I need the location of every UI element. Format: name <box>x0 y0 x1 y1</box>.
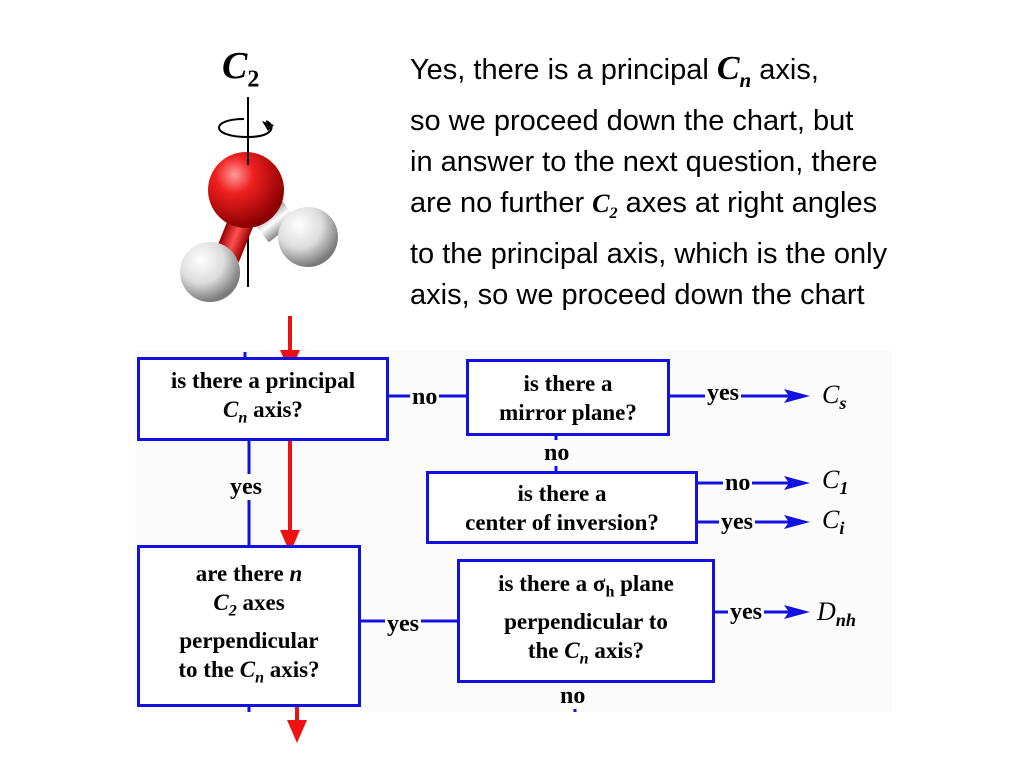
label-no-mirror: no <box>542 440 572 466</box>
box-sigma-line3: the Cn axis? <box>527 637 645 668</box>
box-nc2-line1: are there n <box>195 561 303 587</box>
box-sigma-line2: perpendicular to <box>504 608 668 634</box>
oxygen-atom <box>208 152 284 228</box>
box-sigma-line1: is there a σh plane <box>498 570 674 601</box>
box-inversion-center-question: is there a center of inversion? <box>426 471 698 544</box>
explanation-line-5: to the principal axis, which is the only <box>410 237 888 270</box>
box-inversion-line1: is there a <box>517 480 607 506</box>
c2-symbol-label: C2 <box>222 45 260 93</box>
label-yes-principal: yes <box>228 474 264 500</box>
label-yes-sigma-h: yes <box>728 599 764 625</box>
result-cs: Cs <box>822 380 847 414</box>
box-n-c2-axes-question: are there n C2 axes perpendicular to the… <box>137 545 361 707</box>
explanation-line-3: in answer to the next question, there <box>410 145 878 178</box>
box-nc2-line3: perpendicular <box>179 628 319 653</box>
box-sigma-h-question: is there a σh plane perpendicular to the… <box>457 559 715 683</box>
water-molecule-illustration <box>180 97 338 302</box>
box-mirror-line2: mirror plane? <box>499 399 637 425</box>
rotation-arrowhead <box>262 121 274 131</box>
box-inversion-line2: center of inversion? <box>465 509 659 535</box>
explanation-line-2: so we proceed down the chart, but <box>410 104 854 137</box>
result-dnh: Dnh <box>817 597 857 631</box>
box-principal-axis-question: is there a principal Cn axis? <box>137 357 389 441</box>
explanation-line-1: Yes, there is a principal Cn axis, <box>410 50 819 92</box>
box-mirror-plane-question: is there a mirror plane? <box>466 359 670 436</box>
label-yes-mirror: yes <box>705 380 741 406</box>
label-yes-n-c2: yes <box>385 611 421 637</box>
label-no-inversion: no <box>723 470 753 496</box>
label-no-principal: no <box>410 384 440 410</box>
blue-arrowheads <box>784 389 810 619</box>
box-principal-line1: is there a principal <box>170 367 356 393</box>
hydrogen-atom-right <box>278 207 338 267</box>
result-c1: C1 <box>822 465 849 499</box>
box-mirror-line1: is there a <box>523 370 613 396</box>
explanation-line-4: are no further C2 axes at right angles <box>410 186 878 222</box>
hydrogen-atom-left <box>180 242 240 302</box>
box-nc2-line4: to the Cn axis? <box>178 657 320 687</box>
explanation-line-6: axis, so we proceed down the chart <box>410 278 865 311</box>
result-ci: Ci <box>822 505 845 539</box>
explanation-text: Yes, there is a principal Cn axis, so we… <box>410 48 1010 316</box>
box-nc2-line2: C2 axes <box>213 590 285 620</box>
label-yes-inversion: yes <box>719 509 755 535</box>
label-no-sigma-h: no <box>558 683 588 709</box>
box-principal-line2: Cn axis? <box>223 396 303 427</box>
